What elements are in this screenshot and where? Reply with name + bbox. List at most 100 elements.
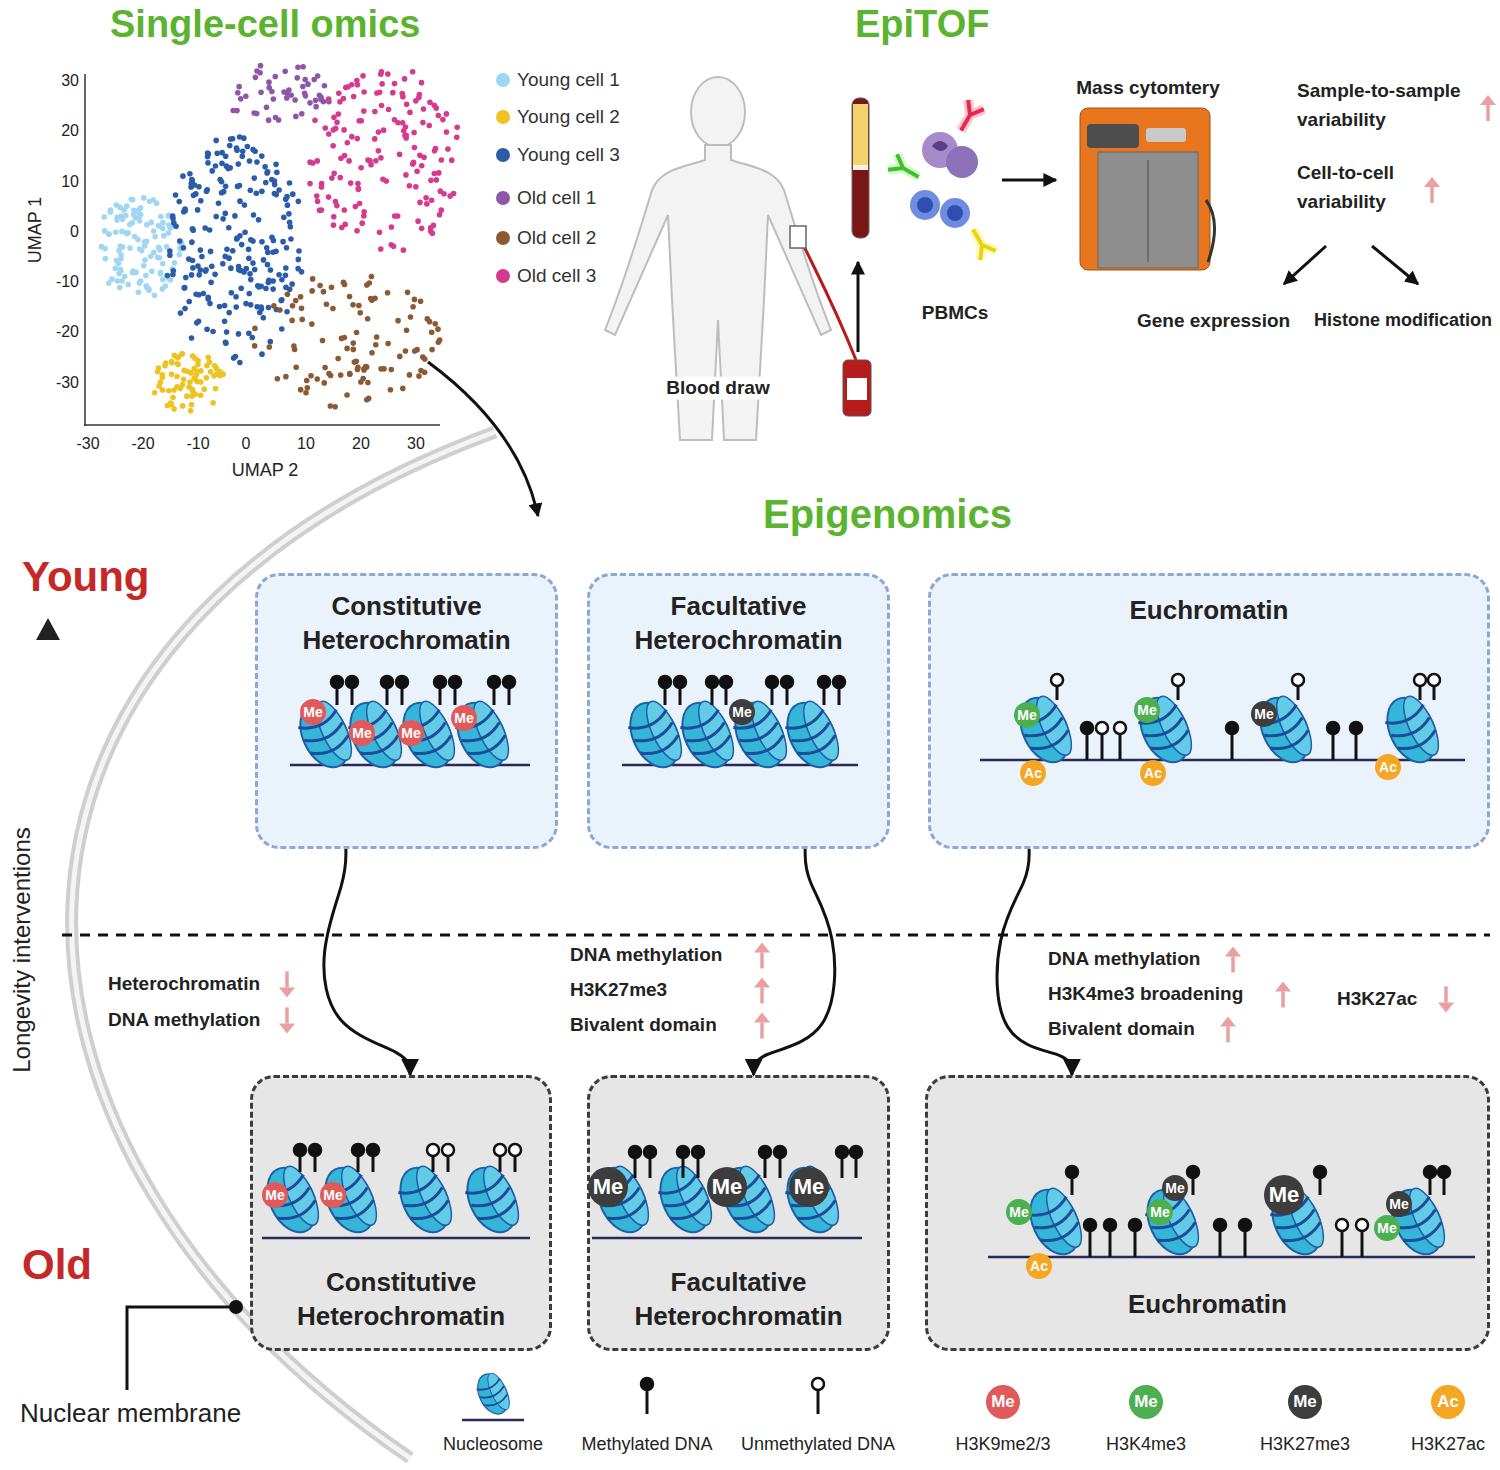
- umap-dot: [233, 294, 239, 300]
- umap-dot: [114, 217, 120, 223]
- umap-dot: [182, 206, 188, 212]
- umap-dot: [124, 203, 130, 209]
- umap-dot: [350, 340, 356, 346]
- umap-dot: [377, 90, 383, 96]
- umap-dot: [136, 290, 142, 296]
- box-fill: [588, 1076, 889, 1350]
- legend-swatch: [496, 148, 510, 162]
- umap-dot: [205, 154, 211, 160]
- chromatin-fiber: [258, 1144, 530, 1240]
- umap-dot: [181, 368, 187, 374]
- umap-dot: [239, 242, 245, 248]
- dna-wrap: [1403, 1222, 1444, 1246]
- umap-dot: [369, 274, 375, 280]
- machine-front: [1098, 152, 1198, 268]
- unmethylated-cpg: [1096, 722, 1108, 734]
- legend-text: Old cell 2: [517, 227, 596, 250]
- umap-dot: [347, 294, 353, 300]
- umap-dot: [331, 127, 337, 133]
- nucleosome-body: [472, 1369, 515, 1419]
- legend-text: Young cell 2: [517, 106, 620, 129]
- methylated-cpg: [503, 676, 515, 688]
- umap-dot: [417, 92, 423, 98]
- histone-mark: Ac: [1026, 1253, 1052, 1279]
- nucleosome-body: [394, 695, 463, 775]
- umap-dot: [128, 197, 134, 203]
- umap-dot: [130, 270, 136, 276]
- umap-dot: [378, 246, 384, 252]
- machine-seam: [1147, 160, 1149, 262]
- methylated-cpg: [720, 676, 732, 688]
- umap-dot: [280, 239, 286, 245]
- umap-dot: [252, 343, 258, 349]
- umap-dot: [271, 96, 277, 102]
- methylated-cpg: [836, 1146, 848, 1158]
- umap-dot: [337, 175, 343, 181]
- umap-dot: [181, 245, 187, 251]
- methylated-cpg: [1214, 1219, 1226, 1231]
- umap-dot: [283, 196, 289, 202]
- umap-dot: [223, 341, 229, 347]
- nucleus: [917, 197, 933, 213]
- umap-dot: [390, 90, 396, 96]
- head: [691, 77, 745, 147]
- umap-dot: [113, 265, 119, 271]
- umap-dot: [148, 220, 154, 226]
- umap-dot: [164, 273, 170, 279]
- umap-dot: [160, 286, 166, 292]
- umap-dot: [378, 155, 384, 161]
- umap-dot: [365, 316, 371, 322]
- umap-dot: [195, 207, 201, 213]
- umap-dot: [263, 180, 269, 186]
- umap-dot: [369, 350, 375, 356]
- umap-dot: [338, 372, 344, 378]
- unmethylated-cpg: [1414, 674, 1426, 686]
- umap-dot: [252, 148, 258, 154]
- umap-dot: [356, 118, 362, 124]
- umap-dot: [427, 99, 433, 105]
- unmethylated-cpg: [1336, 1219, 1348, 1231]
- histone-mark: Me: [1014, 702, 1040, 728]
- umap-dot: [248, 302, 254, 308]
- y-axis: [84, 74, 86, 426]
- methylated-cpg: [1327, 722, 1339, 734]
- umap-dot: [189, 239, 195, 245]
- umap-dot: [295, 64, 301, 70]
- methylated-cpg: [677, 1146, 689, 1158]
- umap-dot: [246, 291, 252, 297]
- umap-dot: [226, 225, 232, 231]
- methylated-cpg: [294, 1144, 306, 1156]
- umap-dot: [184, 393, 190, 399]
- dna-wrap: [1391, 717, 1432, 741]
- umap-dot: [265, 262, 271, 268]
- umap-dot: [395, 120, 401, 126]
- histone-mark: Me: [398, 720, 424, 746]
- umap-dot: [217, 369, 223, 375]
- umap-dot: [420, 120, 426, 126]
- umap-dot: [136, 280, 142, 286]
- umap-dot: [230, 108, 236, 114]
- dna-wrap: [791, 722, 832, 746]
- change-label: Bivalent domain: [1048, 1018, 1195, 1041]
- nucleosome: [1251, 690, 1320, 770]
- histone-mark: Ac: [1375, 754, 1401, 780]
- umap-dot: [204, 188, 210, 194]
- umap-dot: [273, 162, 279, 168]
- umap-dot: [438, 207, 444, 213]
- change-label: DNA methylation: [1048, 948, 1200, 971]
- umap-dot: [156, 383, 162, 389]
- methylated-cpg: [1187, 1166, 1199, 1178]
- legend-text: H3K27me3: [1260, 1434, 1350, 1456]
- umap-dot: [116, 261, 122, 267]
- methylated-cpg: [352, 1144, 364, 1156]
- legend-text: Young cell 1: [517, 69, 620, 92]
- umap-dot: [223, 340, 229, 346]
- umap-dot: [175, 361, 181, 367]
- umap-dot: [444, 129, 450, 135]
- umap-dot: [237, 198, 243, 204]
- box-fill: [929, 574, 1489, 848]
- umap-dot: [125, 230, 131, 236]
- legend-text: H3K4me3: [1106, 1434, 1186, 1456]
- umap-dot: [388, 242, 394, 248]
